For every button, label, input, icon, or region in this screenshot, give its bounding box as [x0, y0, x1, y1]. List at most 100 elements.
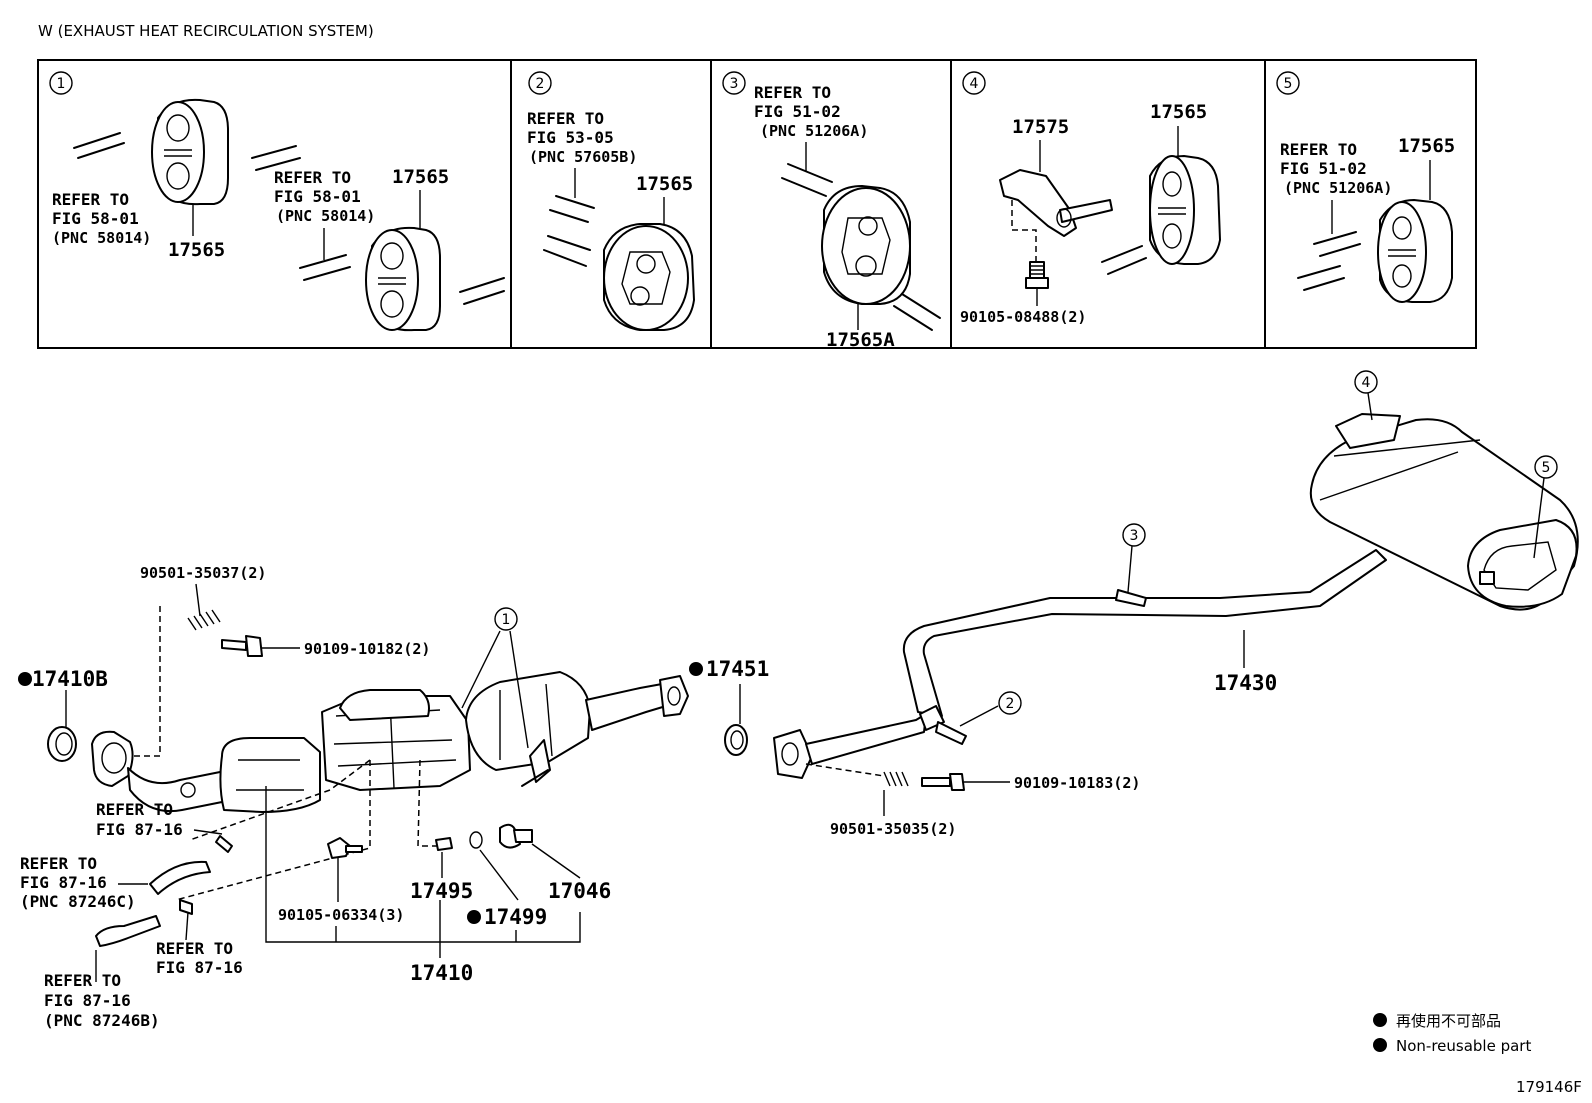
ref-text: (PNC 58014) [276, 207, 375, 225]
rubber-hanger-icon [603, 223, 695, 331]
part-number: 17575 [1012, 116, 1069, 138]
callout-number: 3 [1130, 528, 1139, 544]
part-number: 17565 [392, 166, 449, 188]
part-number: 90105-08488(2) [960, 308, 1086, 326]
flange-icon [91, 730, 134, 787]
gasket-17451: 17451 [689, 657, 769, 756]
ref-text: REFER TO [96, 800, 173, 819]
lower-components: REFER TO FIG 87-16 REFER TO FIG 87-16 (P… [20, 759, 611, 1030]
part-number: 90501-35037(2) [140, 564, 266, 582]
ref-text: (PNC 87246C) [20, 892, 136, 911]
part-number: 17565 [1398, 135, 1455, 157]
part-number: 17565 [636, 173, 693, 195]
rubber-hanger-icon [1149, 155, 1221, 265]
rod-icon [299, 254, 351, 281]
bolt-icon [327, 837, 363, 859]
ref-text: (PNC 51206A) [1284, 179, 1392, 197]
legend-en: Non-reusable part [1396, 1037, 1531, 1055]
flange-icon [659, 675, 689, 717]
panel-5: 5 REFER TO FIG 51-02 (PNC 51206A) 17565 [1276, 71, 1455, 303]
ref-text: REFER TO [274, 168, 351, 187]
ref-text: REFER TO [156, 939, 233, 958]
ref-text: FIG 58-01 [274, 187, 361, 206]
panel-number: 5 [1284, 76, 1293, 92]
diagram-title: W (EXHAUST HEAT RECIRCULATION SYSTEM) [38, 22, 374, 40]
sensor-plug-icon [435, 837, 453, 851]
legend: 再使用不可部品 Non-reusable part [1373, 1012, 1531, 1055]
panel-2: 2 REFER TO FIG 53-05 (PNC 57605B) 17565 [527, 71, 695, 331]
panel-1: 1 REFER TO FIG 58-01 (PNC 58014) 17565 R… [49, 71, 505, 332]
ref-text: REFER TO [44, 971, 121, 990]
panel-3: 3 REFER TO FIG 51-02 (PNC 51206A) 17565A [722, 71, 941, 351]
ref-text: REFER TO [527, 109, 604, 128]
callout-number: 4 [1362, 375, 1371, 391]
part-number: 17565 [168, 239, 225, 261]
sensor-icon [499, 823, 533, 849]
gasket-icon [47, 726, 77, 762]
rubber-hanger-icon [1377, 199, 1453, 303]
bolt-icon [1025, 261, 1049, 289]
figure-id: 179146F [1516, 1078, 1582, 1096]
rod-icon [781, 163, 833, 197]
ref-text: FIG 51-02 [754, 102, 841, 121]
part-number: 17451 [706, 657, 769, 681]
panel-number: 3 [730, 76, 739, 92]
callout-number: 2 [1006, 696, 1015, 712]
front-pipe-assembly: 17410B 1 [18, 607, 689, 813]
rod-icon [549, 195, 595, 223]
ref-text: REFER TO [754, 83, 831, 102]
panel-number: 1 [57, 76, 66, 92]
upper-fasteners: 90501-35037(2) 90109-10182(2) [130, 564, 430, 757]
callout-number: 1 [502, 612, 511, 628]
ref-text: REFER TO [52, 190, 129, 209]
legend-dot [1373, 1038, 1387, 1052]
rubber-hanger-icon [365, 226, 441, 332]
non-reusable-dot [689, 662, 703, 676]
panel-number: 4 [970, 76, 979, 92]
ref-text: (PNC 58014) [52, 229, 151, 247]
part-number: 17410B [32, 667, 108, 691]
inset-panels [37, 59, 1477, 349]
ref-text: FIG 87-16 [156, 958, 243, 977]
panel-number: 2 [536, 76, 545, 92]
hose-icon [149, 860, 211, 895]
part-number: 17410 [410, 961, 473, 985]
hose-icon [95, 915, 161, 947]
legend-jp: 再使用不可部品 [1396, 1012, 1501, 1030]
oring-icon [469, 831, 483, 849]
panel-number-circle [49, 71, 73, 95]
spring-icon [187, 609, 221, 631]
panel-4: 4 17575 17565 90105-08488(2) [960, 71, 1221, 326]
part-number: 17499 [484, 905, 547, 929]
ref-text: REFER TO [1280, 140, 1357, 159]
part-number: 90105-06334(3) [278, 906, 404, 924]
part-number: 17565 [1150, 101, 1207, 123]
ref-text: FIG 87-16 [20, 873, 107, 892]
non-reusable-dot [467, 910, 481, 924]
rubber-hanger-icon [151, 98, 229, 206]
bolt-icon [921, 773, 965, 791]
flange-icon [773, 729, 813, 779]
center-pipe [902, 549, 1387, 717]
part-number: 17495 [410, 879, 473, 903]
ref-text: FIG 51-02 [1280, 159, 1367, 178]
bolt-icon [221, 635, 263, 657]
ref-text: FIG 87-16 [44, 991, 131, 1010]
spring-icon [883, 771, 909, 787]
ref-text: FIG 87-16 [96, 820, 183, 839]
legend-dot [1373, 1013, 1387, 1027]
bracket-icon [999, 169, 1113, 237]
rear-pipe-assembly: 4 5 3 2 17430 90109-10183(2) 90501-35035… [773, 370, 1579, 838]
part-number: 90109-10183(2) [1014, 774, 1140, 792]
part-number: 17430 [1214, 671, 1277, 695]
rod-icon [73, 132, 125, 159]
part-number: 90109-10182(2) [304, 640, 430, 658]
ref-text: FIG 53-05 [527, 128, 614, 147]
callout-number: 5 [1542, 460, 1551, 476]
ref-text: FIG 58-01 [52, 209, 139, 228]
rubber-hanger-icon [821, 185, 911, 305]
ref-text: (PNC 51206A) [760, 122, 868, 140]
rod-icon [1313, 231, 1361, 257]
